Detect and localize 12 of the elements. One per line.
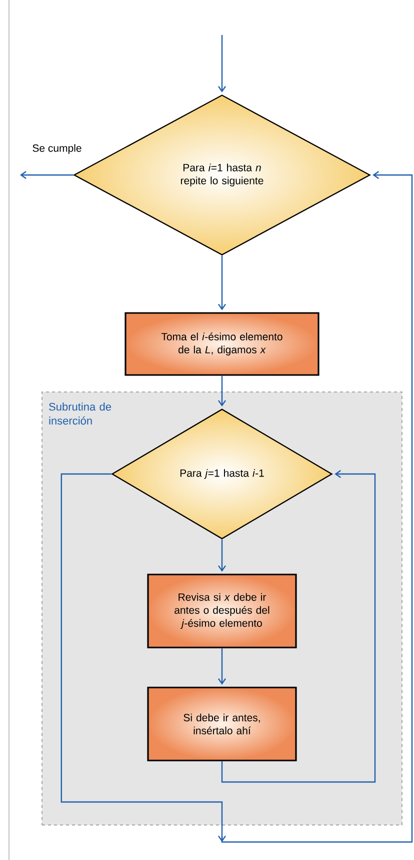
process-box: Revisa si x debe ir antes o después del j-ésimo elemento xyxy=(147,574,297,648)
arrow xyxy=(218,540,226,572)
group-heading: Subrutina de inserción xyxy=(49,402,112,425)
arrow xyxy=(218,35,226,92)
process-box: Si debe ir antes, insértalo ahí xyxy=(147,686,297,762)
arrow xyxy=(20,171,74,179)
arrow xyxy=(218,256,226,310)
arrow xyxy=(221,470,376,783)
arrow xyxy=(60,171,413,843)
arrow xyxy=(218,376,226,407)
arrow xyxy=(218,648,226,685)
process-box: Toma el i-ésimo elemento de la L, digamos x xyxy=(124,312,320,376)
